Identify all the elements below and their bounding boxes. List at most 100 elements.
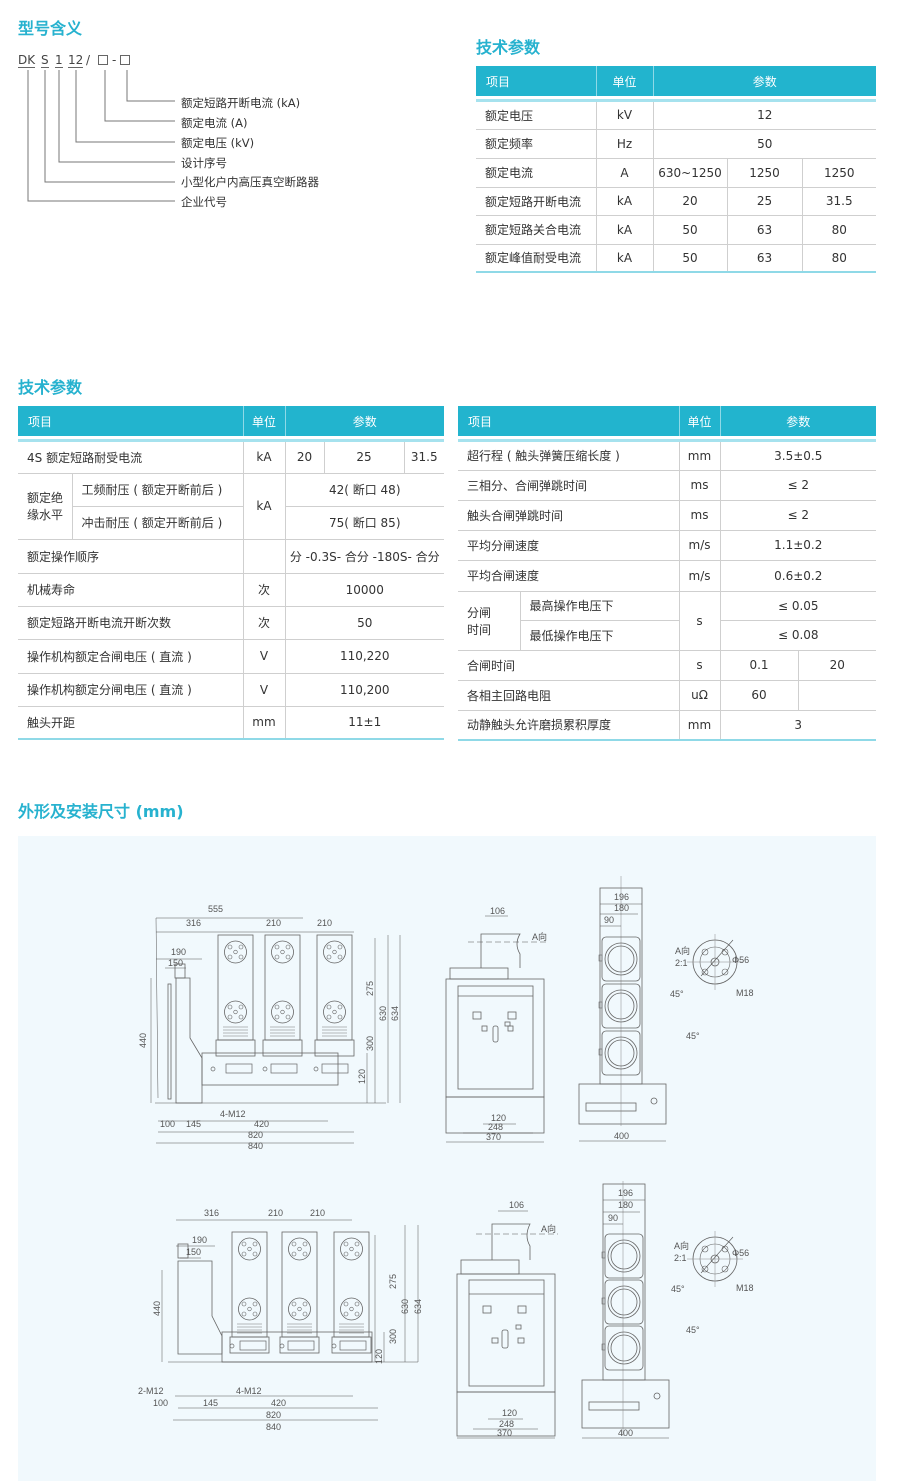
row-item: 操作机构额定分闸电压 ( 直流 ) xyxy=(18,673,244,707)
legend-product-type: 小型化户内高压真空断路器 xyxy=(181,175,319,189)
row-unit: ms xyxy=(679,500,721,531)
row-value: 20 xyxy=(653,187,728,216)
row-value: 25 xyxy=(727,187,803,216)
group-line-1: 分闸 xyxy=(467,605,492,620)
table-row: 额定操作顺序 分 -0.3S- 合分 -180S- 合分 xyxy=(18,539,444,574)
dim2-145: 145 xyxy=(203,1398,218,1408)
dim-300: 300 xyxy=(365,1036,375,1051)
header-unit: 单位 xyxy=(243,406,286,436)
code-placeholder-breaking xyxy=(120,55,130,65)
label2-a-direction: A向 xyxy=(541,1223,556,1234)
dim-248: 248 xyxy=(488,1122,503,1132)
table-row: 额定短路关合电流 kA 50 63 80 xyxy=(476,215,876,245)
dim-275: 275 xyxy=(365,981,375,996)
table-row: 操作机构额定分闸电压 ( 直流 ) V 110,200 xyxy=(18,673,444,707)
dim-90: 90 xyxy=(604,915,614,925)
dim-150: 150 xyxy=(168,958,183,968)
row-value: 3.5±0.5 xyxy=(720,438,876,471)
group-line-1: 额定绝 xyxy=(27,491,64,505)
dim2-4-m12: 4-M12 xyxy=(236,1386,262,1396)
row-unit: m/s xyxy=(679,530,721,561)
dim-phi56: Φ56 xyxy=(732,955,749,965)
dim2-190: 190 xyxy=(192,1235,207,1245)
tech-params-top-table: 项目 单位 参数 额定电压 kV 12 额定频率 Hz 50 额定电流 A 63… xyxy=(476,66,876,273)
row-item: 超行程 ( 触头弹簧压缩长度 ) xyxy=(458,438,680,471)
row-value: 0.6±0.2 xyxy=(720,560,876,592)
row-value: 1.1±0.2 xyxy=(720,530,876,561)
label2-scale: 2:1 xyxy=(674,1253,687,1263)
row-unit: s xyxy=(679,650,721,681)
row-value: 1250 xyxy=(802,158,876,188)
row-item: 触头开距 xyxy=(18,706,244,740)
dim2-120-front: 120 xyxy=(502,1408,517,1418)
table-row: 额定电压 kV 12 xyxy=(476,98,876,130)
row-value: ≤ 2 xyxy=(720,470,876,501)
row-item: 最低操作电压下 xyxy=(520,620,680,651)
row-item: 4S 额定短路耐受电流 xyxy=(18,438,244,474)
drawing2-side-view xyxy=(177,1243,373,1363)
row-unit: ms xyxy=(679,470,721,501)
row-value: ≤ 2 xyxy=(720,500,876,531)
dim2-90: 90 xyxy=(608,1213,618,1223)
dim2-300: 300 xyxy=(388,1329,398,1344)
label-a-view: A向 xyxy=(675,945,690,956)
dim2-106: 106 xyxy=(509,1200,524,1210)
row-unit: kA xyxy=(243,438,286,474)
legend-design-serial: 设计序号 xyxy=(181,156,227,170)
table-row: 最低操作电压下 ≤ 0.08 xyxy=(458,620,876,651)
dim-120: 120 xyxy=(357,1069,367,1084)
row-value: 80 xyxy=(802,244,876,273)
row-value: 1250 xyxy=(727,158,803,188)
table-row: 额定峰值耐受电流 kA 50 63 80 xyxy=(476,244,876,273)
dim-100: 100 xyxy=(160,1119,175,1129)
table-row: 合闸时间 s 0.1 20 xyxy=(458,650,876,681)
row-value: 25 xyxy=(324,438,405,474)
row-value: 3 xyxy=(720,710,876,741)
dim-106: 106 xyxy=(490,906,505,916)
row-item: 冲击耐压 ( 额定开断前后 ) xyxy=(72,506,244,540)
row-item: 机械寿命 xyxy=(18,573,244,607)
label2-a-view: A向 xyxy=(674,1240,689,1251)
table-header: 项目 单位 参数 xyxy=(18,406,444,436)
row-item: 触头合闸弹跳时间 xyxy=(458,500,680,531)
row-value: 12 xyxy=(653,98,876,130)
dim2-m18: M18 xyxy=(736,1283,754,1293)
dim2-248: 248 xyxy=(499,1419,514,1429)
row-item: 额定电流 xyxy=(476,158,597,188)
label-scale: 2:1 xyxy=(675,958,688,968)
row-item: 额定峰值耐受电流 xyxy=(476,244,597,273)
dim-316: 316 xyxy=(186,918,201,928)
dim2-275: 275 xyxy=(388,1274,398,1289)
dim2-100: 100 xyxy=(153,1398,168,1408)
row-value: ≤ 0.08 xyxy=(720,620,876,651)
dim-440: 440 xyxy=(138,1033,148,1048)
dim-630: 630 xyxy=(378,1006,388,1021)
dimensions-title: 外形及安装尺寸 (mm) xyxy=(18,802,184,821)
dim-m18: M18 xyxy=(736,988,754,998)
table-header: 项目 单位 参数 xyxy=(476,66,876,96)
row-item: 三相分、合闸弹跳时间 xyxy=(458,470,680,501)
row-unit: kA xyxy=(596,215,654,245)
dim2-210a: 210 xyxy=(268,1208,283,1218)
row-unit: mm xyxy=(679,710,721,741)
tech-params-title: 技术参数 xyxy=(18,378,83,397)
row-item: 各相主回路电阻 xyxy=(458,680,680,711)
row-value xyxy=(798,680,876,711)
table-row: 平均分闸速度 m/s 1.1±0.2 xyxy=(458,530,876,561)
row-item: 合闸时间 xyxy=(458,650,680,681)
row-item: 最高操作电压下 xyxy=(520,591,680,621)
table-row: 额定短路开断电流开断次数 次 50 xyxy=(18,606,444,640)
row-group: 分闸时间 xyxy=(458,591,521,651)
dim-400: 400 xyxy=(614,1131,629,1141)
row-value: 50 xyxy=(653,129,876,159)
row-value: 63 xyxy=(727,244,803,273)
table-row: 额定绝缘水平 工频耐压 ( 额定开断前后 ) kA 42( 断口 48) xyxy=(18,473,444,540)
table-row: 冲击耐压 ( 额定开断前后 ) 75( 断口 85) xyxy=(18,506,444,540)
legend-rated-voltage: 额定电压 (kV) xyxy=(181,136,255,150)
row-unit: kA xyxy=(596,244,654,273)
row-item: 额定操作顺序 xyxy=(18,539,244,574)
dim-120-front: 120 xyxy=(491,1113,506,1123)
row-value: 110,200 xyxy=(285,673,444,707)
dim-45a: 45° xyxy=(670,989,684,999)
dim-210a: 210 xyxy=(266,918,281,928)
